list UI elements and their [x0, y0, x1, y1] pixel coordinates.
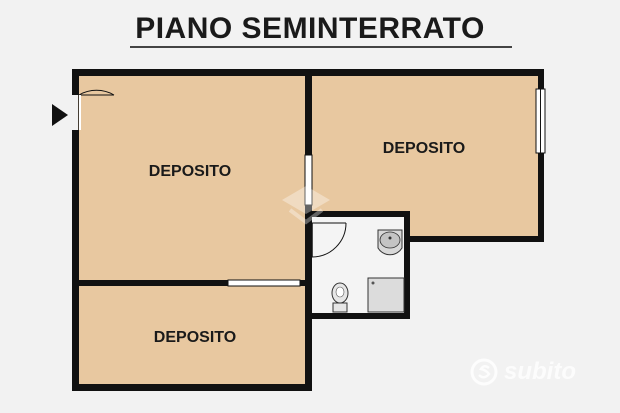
walls	[72, 69, 544, 391]
bathroom-door	[311, 222, 347, 258]
title-underline	[130, 46, 512, 48]
watermark: subito	[470, 358, 576, 386]
room-1-label: DEPOSITO	[149, 163, 231, 180]
watermark-logo-icon	[282, 186, 330, 225]
opening-room-1-room-3	[227, 279, 301, 287]
room-3-floor	[78, 284, 308, 386]
entrance-door	[78, 89, 115, 130]
window-room-2	[535, 88, 546, 154]
toilet-icon	[331, 282, 349, 313]
room-2-floor	[312, 74, 540, 238]
shower-tray-icon	[367, 277, 405, 313]
room-3-label: DEPOSITO	[154, 329, 236, 346]
sink-icon	[377, 229, 403, 256]
room-1-floor	[78, 74, 308, 282]
subito-logo-icon	[470, 358, 498, 386]
room-2-label: DEPOSITO	[383, 140, 465, 157]
entrance-arrow-icon	[52, 104, 68, 126]
watermark-text: subito	[504, 358, 576, 385]
page-title: PIANO SEMINTERRATO	[135, 12, 485, 45]
opening-room-1-room-2	[304, 154, 313, 206]
